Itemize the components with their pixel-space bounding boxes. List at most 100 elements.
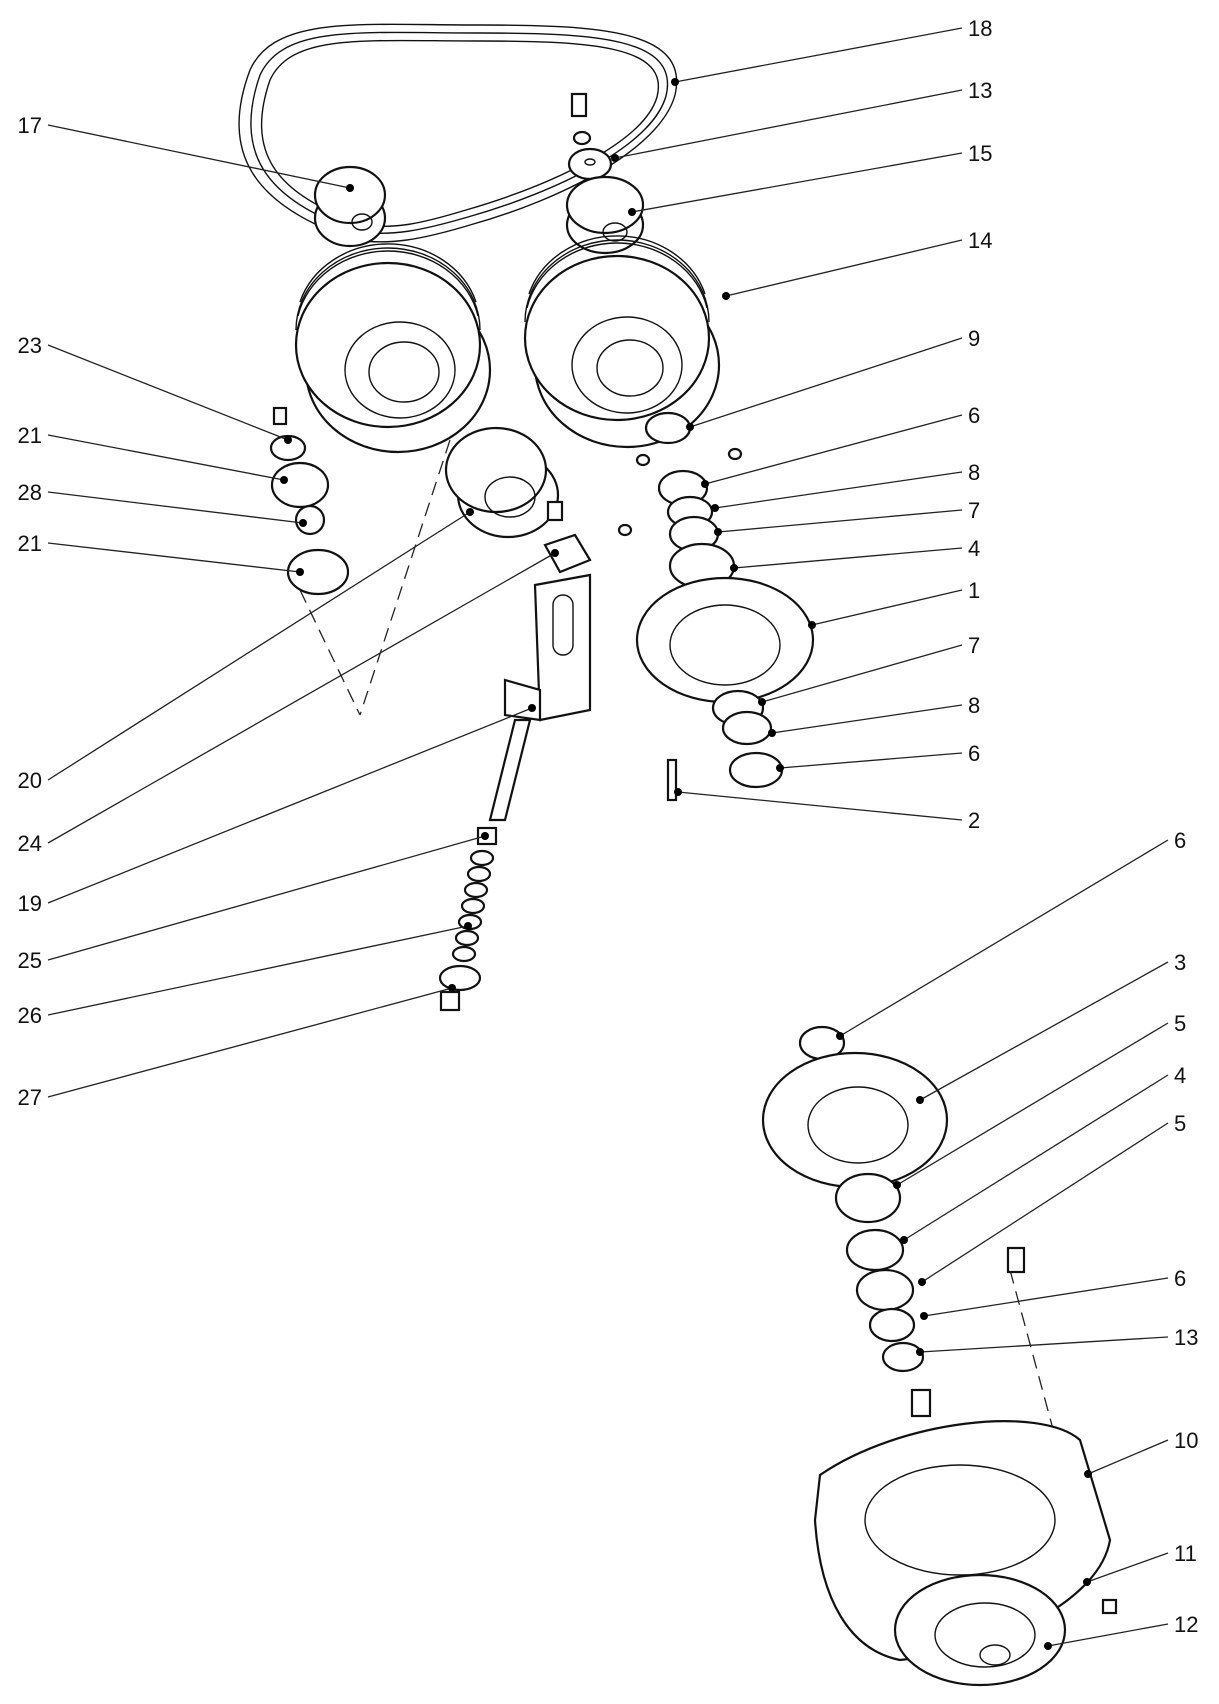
leader-dot: [722, 292, 730, 300]
leader-line: [714, 471, 963, 509]
taper-bushing-left: [313, 165, 387, 248]
callout-c10: 10: [1084, 1428, 1198, 1478]
callout-label: 14: [968, 228, 992, 253]
parts-drawing: [238, 23, 1118, 1687]
callout-c7b: 7: [758, 633, 980, 706]
callout-label: 13: [968, 78, 992, 103]
callout-label: 5: [1174, 1111, 1186, 1136]
callout-c7a: 7: [714, 498, 980, 536]
callout-c28: 28: [18, 480, 307, 527]
callout-c2: 2: [674, 788, 980, 833]
leader-dot: [284, 436, 292, 444]
callout-label: 17: [18, 113, 42, 138]
callout-label: 21: [18, 531, 42, 556]
callout-c14: 14: [722, 228, 992, 300]
leader-dot: [711, 504, 719, 512]
callout-c17: 17: [18, 113, 354, 192]
bolt-and-washer-top: [567, 92, 613, 181]
leader-dot: [836, 1032, 844, 1040]
large-pulley-right: [523, 235, 721, 449]
callout-c23: 23: [18, 333, 292, 444]
callout-c24: 24: [18, 549, 559, 856]
leader-dot: [448, 984, 456, 992]
callout-label: 5: [1174, 1011, 1186, 1036]
upper-bearing-stack: [617, 447, 815, 802]
leader-dot: [481, 832, 489, 840]
leader-line: [771, 704, 963, 734]
callout-c8a: 8: [711, 460, 980, 512]
callout-c13a: 13: [611, 78, 992, 162]
leader-dot: [686, 423, 694, 431]
callout-label: 4: [1174, 1063, 1186, 1088]
adjustment-stack: [438, 826, 498, 1012]
leader-dot: [346, 184, 354, 192]
leader-line: [725, 239, 963, 297]
callout-c6c: 6: [836, 828, 1186, 1040]
leader-dot: [701, 480, 709, 488]
callout-label: 9: [968, 326, 980, 351]
callout-label: 19: [18, 891, 42, 916]
leader-dot: [808, 621, 816, 629]
leader-dot: [464, 922, 472, 930]
leader-line: [896, 1022, 1169, 1186]
callout-label: 4: [968, 536, 980, 561]
callout-c6b: 6: [776, 741, 980, 772]
callout-c13b: 13: [916, 1325, 1198, 1356]
leader-dot: [551, 549, 559, 557]
callout-label: 12: [1174, 1612, 1198, 1637]
leader-dot: [628, 208, 636, 216]
callout-label: 6: [1174, 1266, 1186, 1291]
leader-dot: [758, 698, 766, 706]
callout-c8b: 8: [768, 693, 980, 737]
leader-line: [47, 491, 304, 524]
leader-dot: [714, 528, 722, 536]
callout-label: 20: [18, 768, 42, 793]
callout-c12: 12: [1044, 1612, 1198, 1650]
callout-label: 10: [1174, 1428, 1198, 1453]
leader-dot: [299, 519, 307, 527]
callout-c3: 3: [916, 950, 1186, 1104]
leader-line: [614, 89, 963, 159]
callout-c18: 18: [671, 16, 992, 86]
leader-line: [1047, 1623, 1169, 1647]
callout-c20: 20: [18, 508, 474, 793]
leader-line: [919, 961, 1169, 1101]
callout-label: 28: [18, 480, 42, 505]
callout-label: 6: [968, 741, 980, 766]
leader-line: [47, 707, 533, 904]
leader-dot: [916, 1348, 924, 1356]
callout-c19: 19: [18, 704, 536, 916]
leader-dot: [1044, 1642, 1052, 1650]
callout-label: 15: [968, 141, 992, 166]
leader-line: [779, 752, 963, 769]
leader-line: [674, 27, 963, 83]
leader-line: [1087, 1439, 1169, 1475]
leader-dot: [916, 1096, 924, 1104]
large-pulley-left: [294, 243, 492, 454]
leader-line: [47, 835, 486, 961]
leader-dot: [280, 476, 288, 484]
callout-label: 21: [18, 423, 42, 448]
callout-label: 26: [18, 1003, 42, 1028]
callout-label: 8: [968, 693, 980, 718]
leader-dot: [768, 729, 776, 737]
callout-label: 25: [18, 948, 42, 973]
base-plate-assembly: [813, 1420, 1118, 1687]
callout-label: 27: [18, 1085, 42, 1110]
leader-line: [919, 1336, 1169, 1353]
callout-c1: 1: [808, 578, 980, 629]
leader-dot: [671, 78, 679, 86]
leader-line: [47, 124, 351, 189]
callout-label: 23: [18, 333, 42, 358]
callout-label: 24: [18, 831, 42, 856]
callout-c11: 11: [1083, 1541, 1197, 1586]
leader-dot: [920, 1312, 928, 1320]
callout-c25: 25: [18, 832, 489, 973]
leader-line: [733, 547, 963, 569]
leader-line: [47, 344, 289, 441]
leader-dot: [611, 154, 619, 162]
leader-line: [921, 1122, 1169, 1283]
leader-dot: [528, 704, 536, 712]
